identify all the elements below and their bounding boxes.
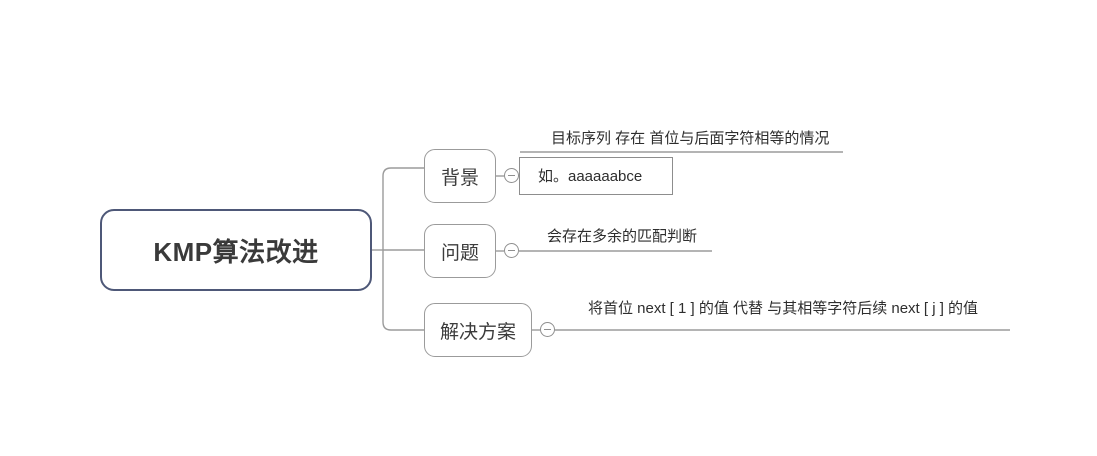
connector-to-background: [382, 167, 424, 250]
branch-node-problem-label: 问题: [440, 242, 479, 264]
minus-circle-icon-problem[interactable]: [504, 243, 519, 258]
minus-circle-icon-solution[interactable]: [540, 322, 555, 337]
leaf-background-child-2-box[interactable]: 如。aaaaaabce: [519, 157, 673, 195]
minus-circle-icon-background[interactable]: [504, 168, 519, 183]
minus-glyph: [508, 174, 515, 177]
connector-to-solution: [382, 250, 424, 331]
branch-node-problem[interactable]: 问题: [424, 224, 496, 278]
leaf-background-child-2-label: 如。aaaaaabce: [538, 167, 643, 185]
branch-node-background-label: 背景: [440, 167, 479, 189]
leaf-solution-child-1[interactable]: 将首位 next [ 1 ] 的值 代替 与其相等字符后续 next [ j ]…: [588, 300, 979, 317]
leaf-background-child-1[interactable]: 目标序列 存在 首位与后面字符相等的情况: [551, 130, 830, 147]
branch-node-solution[interactable]: 解决方案: [424, 303, 532, 357]
branch-node-background[interactable]: 背景: [424, 149, 496, 203]
branch-node-solution-label: 解决方案: [439, 321, 516, 343]
root-node[interactable]: KMP算法改进: [100, 209, 372, 291]
minus-glyph: [508, 249, 515, 252]
leaf-problem-child-1[interactable]: 会存在多余的匹配判断: [547, 228, 698, 245]
root-node-label: KMP算法改进: [153, 236, 319, 267]
minus-glyph: [544, 328, 551, 331]
